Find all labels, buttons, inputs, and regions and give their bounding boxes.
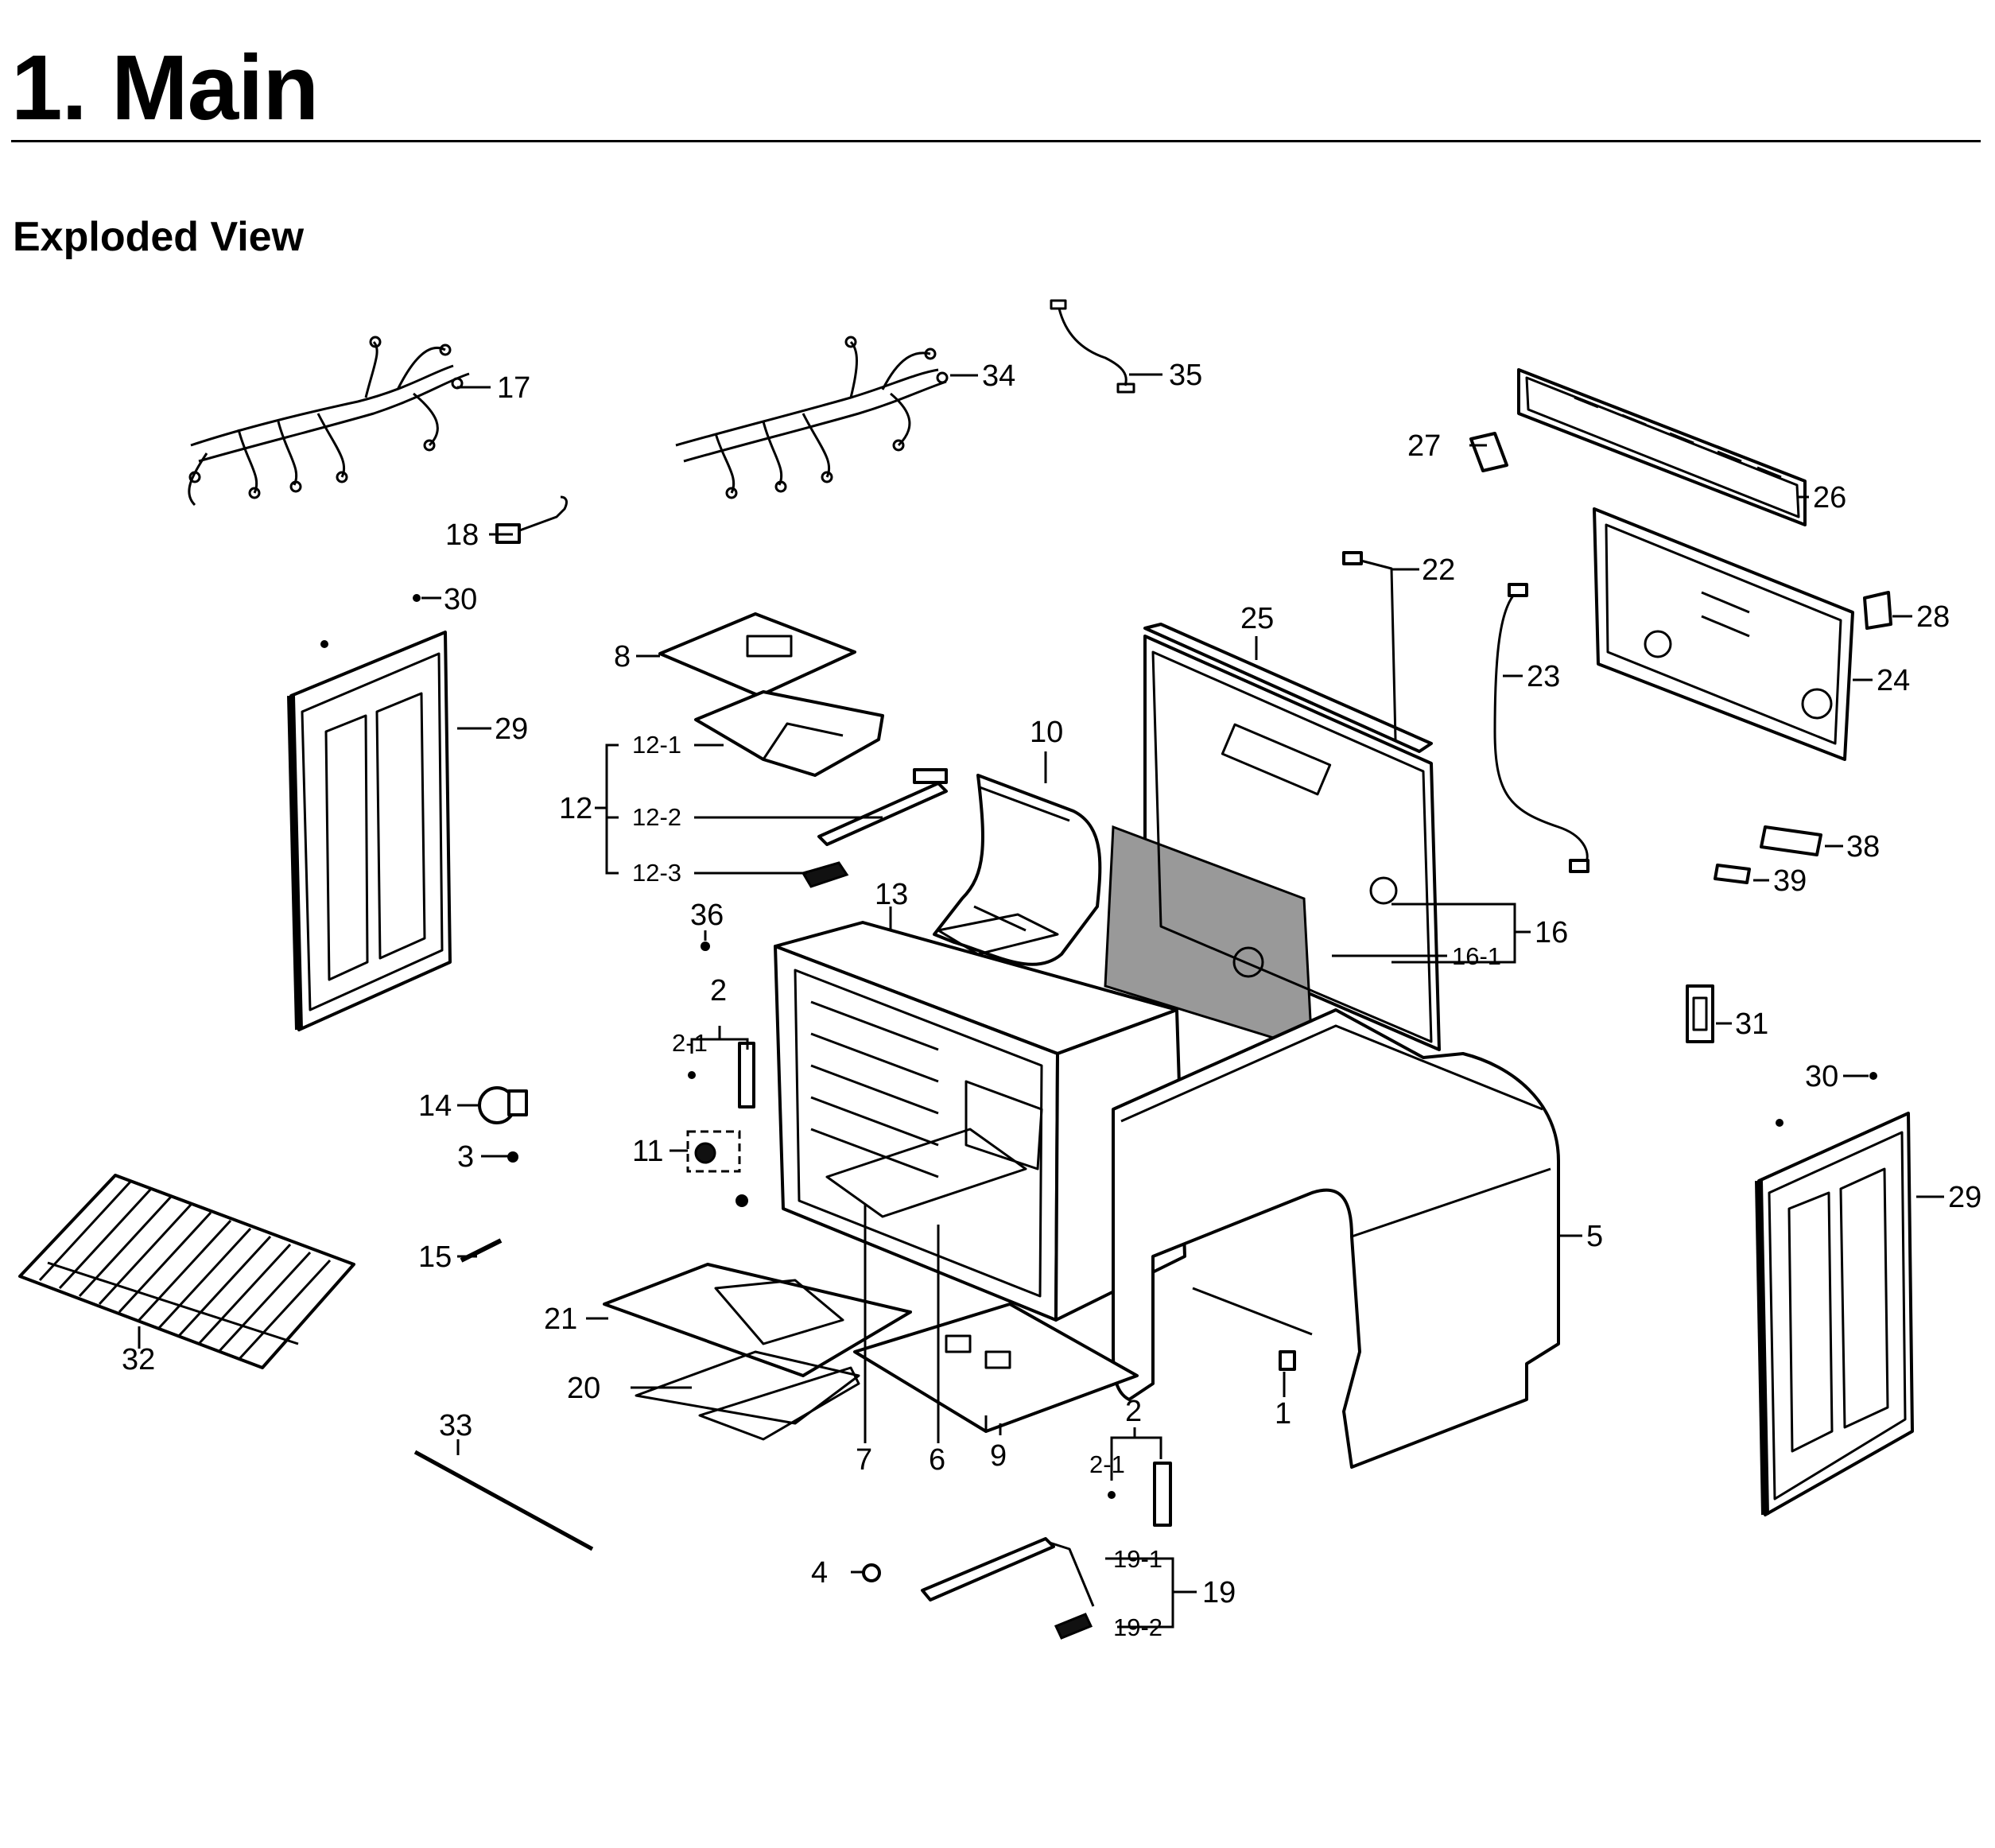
part-2-hinge-lower bbox=[1108, 1462, 1172, 1527]
callout-25: 25 bbox=[1240, 602, 1274, 635]
callout-8: 8 bbox=[614, 640, 631, 674]
callout-33: 33 bbox=[439, 1409, 472, 1442]
part-13-oven-cavity bbox=[774, 913, 1186, 1322]
part-10-insulation bbox=[933, 774, 1102, 966]
part-20-bottom-shield bbox=[635, 1350, 860, 1441]
callout-30-left: 30 bbox=[444, 583, 477, 616]
part-4-grommet bbox=[862, 1563, 881, 1582]
callout-24: 24 bbox=[1877, 664, 1910, 697]
part-27-bracket bbox=[1469, 432, 1508, 472]
callout-2-1-lower: 2-1 bbox=[1089, 1450, 1125, 1478]
part-8-cover-plate bbox=[658, 612, 856, 697]
callout-18: 18 bbox=[445, 518, 479, 552]
callout-23: 23 bbox=[1527, 660, 1560, 693]
part-1-clip bbox=[1279, 1350, 1296, 1371]
callout-7: 7 bbox=[856, 1443, 872, 1477]
callout-17: 17 bbox=[497, 371, 530, 405]
part-29-left-side-panel bbox=[287, 631, 452, 1031]
part-28-bracket bbox=[1863, 591, 1892, 630]
title-rule bbox=[11, 140, 1981, 142]
callout-9: 9 bbox=[990, 1439, 1007, 1473]
callout-19-2: 19-2 bbox=[1113, 1613, 1162, 1641]
callout-10: 10 bbox=[1030, 716, 1063, 749]
callout-12-2: 12-2 bbox=[632, 803, 681, 831]
callout-1: 1 bbox=[1275, 1397, 1291, 1431]
callout-26: 26 bbox=[1813, 481, 1846, 514]
callout-34: 34 bbox=[982, 359, 1015, 393]
callout-28: 28 bbox=[1916, 600, 1950, 634]
callout-31: 31 bbox=[1735, 1007, 1768, 1041]
part-35-wire bbox=[1050, 299, 1135, 394]
callout-21: 21 bbox=[544, 1303, 577, 1336]
part-34-wire-harness bbox=[675, 336, 949, 499]
part-23-sensor-wire bbox=[1493, 583, 1589, 873]
callout-12-3: 12-3 bbox=[632, 859, 681, 887]
callout-6: 6 bbox=[929, 1443, 945, 1477]
part-9-bottom-tray bbox=[853, 1303, 1139, 1433]
callout-27: 27 bbox=[1407, 429, 1441, 463]
part-3-screw bbox=[507, 1151, 518, 1163]
callout-12-1: 12-1 bbox=[632, 731, 681, 759]
callout-15: 15 bbox=[418, 1240, 452, 1274]
part-30-screw-a bbox=[413, 594, 421, 602]
part-14-knob bbox=[478, 1086, 528, 1124]
part-16-rear-panel bbox=[1104, 635, 1441, 1052]
part-39-label bbox=[1714, 864, 1751, 884]
callout-19: 19 bbox=[1202, 1576, 1236, 1609]
part-26-rear-vent-panel bbox=[1517, 368, 1807, 526]
part-36-screw bbox=[701, 941, 710, 951]
callout-32: 32 bbox=[122, 1343, 155, 1376]
callout-36: 36 bbox=[690, 899, 724, 932]
callout-19-1: 19-1 bbox=[1113, 1545, 1162, 1573]
callout-13: 13 bbox=[875, 878, 908, 911]
callout-29-right: 29 bbox=[1948, 1181, 1981, 1214]
callout-22: 22 bbox=[1422, 553, 1455, 587]
callout-38: 38 bbox=[1846, 830, 1880, 864]
part-5-outer-cabinet bbox=[1112, 1008, 1560, 1469]
part-17-wire-harness bbox=[188, 336, 470, 507]
leader-lines bbox=[138, 373, 1944, 1629]
callout-20: 20 bbox=[567, 1372, 600, 1405]
part-21-bottom-panel bbox=[603, 1263, 912, 1377]
part-12-1-bracket bbox=[694, 690, 884, 777]
callout-30-right: 30 bbox=[1805, 1060, 1838, 1093]
callout-12: 12 bbox=[559, 792, 592, 825]
part-30-screw-b bbox=[1869, 1072, 1877, 1080]
callout-29-left: 29 bbox=[495, 712, 528, 746]
part-24-rear-cover bbox=[1593, 507, 1854, 761]
part-19-element bbox=[921, 1537, 1095, 1640]
page-title: 1. Main bbox=[11, 36, 319, 139]
callout-14: 14 bbox=[418, 1089, 452, 1123]
callout-16-1: 16-1 bbox=[1452, 942, 1501, 970]
part-29-right-side-panel bbox=[1755, 1112, 1914, 1516]
part-38-label bbox=[1760, 825, 1822, 856]
part-11-door-latch bbox=[686, 1130, 748, 1207]
part-12-2-rod bbox=[817, 768, 948, 846]
part-25-top-trim bbox=[1143, 623, 1433, 753]
callout-5: 5 bbox=[1586, 1220, 1603, 1253]
part-12-3-clip bbox=[801, 861, 849, 888]
callout-39: 39 bbox=[1773, 864, 1807, 898]
part-33-rod bbox=[413, 1450, 594, 1551]
part-31-bracket bbox=[1686, 984, 1714, 1043]
callout-2-lower: 2 bbox=[1125, 1395, 1142, 1428]
callout-16: 16 bbox=[1535, 916, 1568, 949]
part-32-oven-rack bbox=[18, 1174, 355, 1369]
section-subtitle: Exploded View bbox=[13, 214, 305, 260]
callout-2-1-upper: 2-1 bbox=[672, 1029, 708, 1057]
callout-4: 4 bbox=[811, 1556, 828, 1590]
callout-35: 35 bbox=[1169, 359, 1202, 392]
callout-11: 11 bbox=[632, 1135, 663, 1168]
callout-2-upper: 2 bbox=[710, 974, 727, 1007]
callout-3: 3 bbox=[457, 1140, 474, 1174]
